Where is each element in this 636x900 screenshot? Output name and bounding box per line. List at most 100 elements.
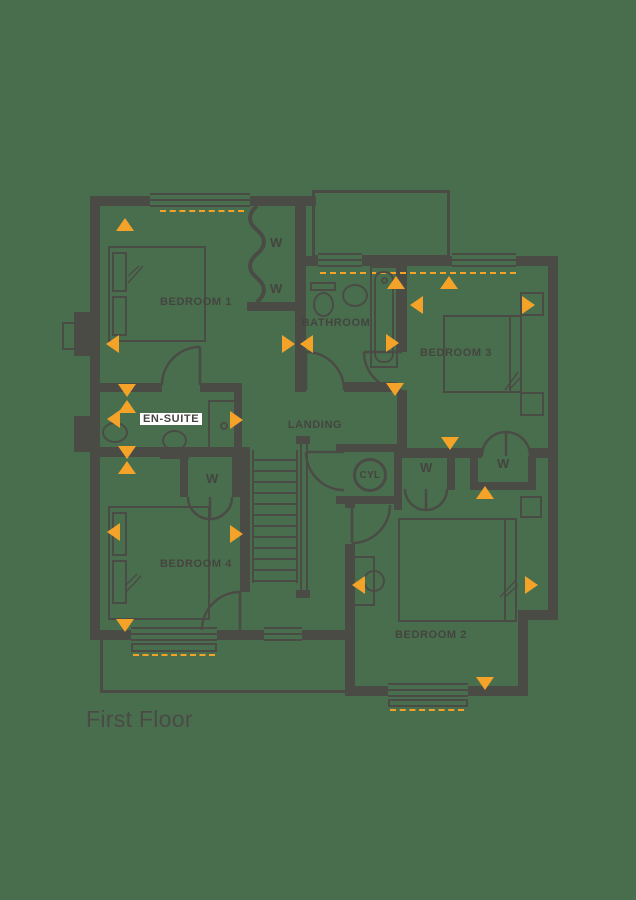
roof-outline [312,190,450,258]
wall-segment [548,256,558,616]
orange-dashed-line [160,210,244,212]
wall-segment [240,447,250,592]
window-sill-outline [131,643,217,652]
bed-2-headboard [504,518,517,622]
direction-marker-icon [116,218,134,231]
wardrobe-label: W [497,456,510,471]
orange-dashed-line [390,709,464,711]
direction-marker-icon [300,335,313,353]
window-glyph [452,253,516,267]
wardrobe-wall [247,302,305,311]
wall-segment [295,196,306,392]
window-glyph [318,253,362,267]
wall-segment [90,196,100,640]
bath-inner [374,271,394,363]
direction-marker-icon [387,276,405,289]
wardrobe-wall [528,456,536,490]
room-label-bedroom-4: BEDROOM 4 [159,558,233,570]
direction-marker-icon [386,334,399,352]
direction-marker-icon [525,576,538,594]
direction-marker-icon [352,576,365,594]
cylinder-cupboard-label: CYL [359,469,381,481]
door-arc-bedroom4 [200,590,242,631]
toilet-cistern [160,452,189,459]
wall-segment [200,383,240,392]
wardrobe-label: W [270,281,283,296]
wall-segment [397,448,482,458]
cupboard-wall [336,444,400,452]
direction-marker-icon [230,411,243,429]
pillow [112,560,127,604]
window-glyph [131,627,217,641]
toilet-bowl [313,292,334,317]
door-arc-bathroom [304,350,346,391]
wardrobe-label: W [206,471,219,486]
wall-segment [344,382,397,392]
wardrobe-wall [447,458,455,490]
wardrobe-label: W [420,460,433,475]
stair-handrail [306,442,308,592]
wardrobe-wall [470,456,478,490]
wall-segment [345,544,355,690]
direction-marker-icon [106,335,119,353]
wall-segment [296,382,306,392]
floor-outline-below [100,690,347,693]
direction-marker-icon [476,677,494,690]
direction-marker-icon [107,523,120,541]
bath [370,266,398,368]
direction-marker-icon [441,437,459,450]
window-glyph [388,683,468,697]
wall-segment [90,630,355,640]
direction-marker-icon [230,525,243,543]
orange-dashed-line [133,654,215,656]
door-arc-cylinder-cupboard [304,450,345,492]
wall-segment [397,256,407,352]
direction-marker-icon [282,335,295,353]
wardrobe-doors-bedroom4 [186,496,234,521]
pillow [112,296,127,336]
room-label-bedroom-3: BEDROOM 3 [419,347,493,359]
wall-segment [345,496,355,508]
direction-marker-icon [118,446,136,459]
room-label-bedroom-1: BEDROOM 1 [159,296,233,308]
wall-segment [518,610,558,620]
wardrobe-wavy-front-bedroom1 [248,204,266,304]
direction-marker-icon [118,400,136,413]
direction-marker-icon [118,384,136,397]
direction-marker-icon [410,296,423,314]
staircase [252,450,298,583]
door-arc-bedroom1 [160,345,202,386]
direction-marker-icon [116,619,134,632]
cylinder-cupboard: CYL [353,458,387,492]
chimney-protrusion [74,312,92,356]
wall-segment [397,390,407,448]
door-arc-bedroom2 [350,504,392,545]
toilet-bowl [162,430,187,451]
wardrobe-wall [232,457,240,497]
bed-1 [108,246,206,342]
window-glyph [264,627,302,641]
direction-marker-icon [386,383,404,396]
shower-drain [220,422,228,430]
wall-segment [296,256,558,266]
wardrobe-doors-bedroom2-b [480,430,532,457]
wardrobe-wall [180,457,188,497]
stair-handrail [300,442,302,592]
direction-marker-icon [118,461,136,474]
room-label-en-suite: EN-SUITE [140,413,203,425]
window-sill-outline [388,699,468,707]
room-label-landing: LANDING [287,419,343,431]
orange-dashed-line [320,272,516,274]
room-label-bedroom-2: BEDROOM 2 [394,629,468,641]
cupboard-wall [394,444,402,510]
cupboard-wall [336,496,400,504]
handrail-newel-post [296,436,310,444]
bedside-table [520,392,544,416]
wardrobe-wall [470,482,536,490]
floor-outline-below [100,640,103,692]
handrail-newel-post [296,590,310,598]
en-suite-label-highlight: EN-SUITE [140,413,203,425]
